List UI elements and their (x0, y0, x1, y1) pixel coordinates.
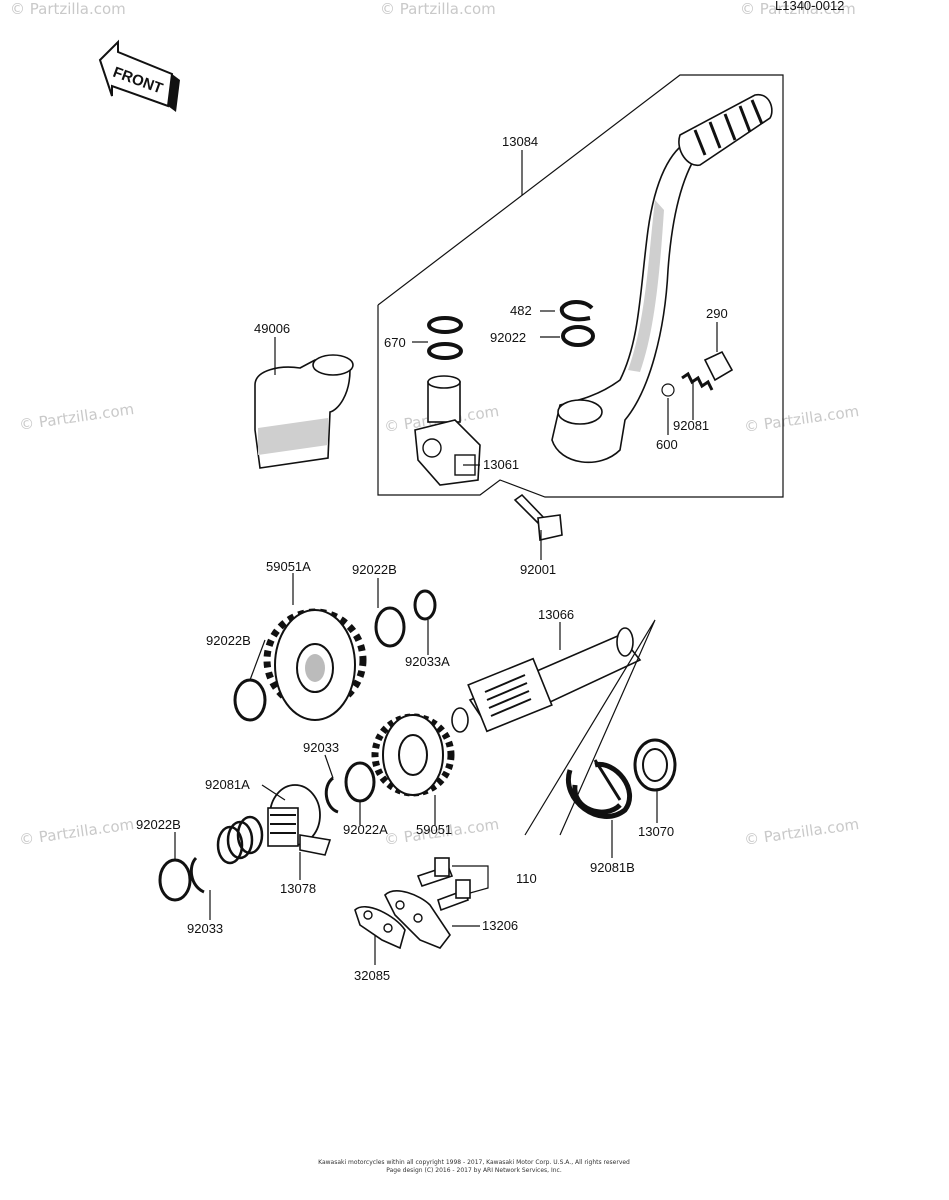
front-arrow-icon: FRONT (98, 39, 180, 112)
watermark-3: © Partzilla.com (740, 0, 856, 18)
ratchet-13078 (267, 784, 332, 856)
washer-92022 (561, 325, 595, 347)
detent-parts (661, 350, 734, 397)
circlip-92033-bottom (189, 856, 205, 894)
callout-92001: 92001 (520, 562, 556, 577)
callout-92022B-left: 92022B (206, 633, 251, 648)
washer-92022B-bottom (158, 858, 192, 902)
callout-92022: 92022 (490, 330, 526, 345)
callout-290: 290 (706, 306, 728, 321)
washer-92022B-left (233, 678, 267, 722)
gear-59051A (263, 608, 367, 721)
callout-13084: 13084 (502, 134, 538, 149)
clip-482 (559, 300, 594, 322)
shaft-triangle-guide (524, 619, 656, 836)
callout-labels: 13084 482 92022 290 670 49006 13061 9208… (136, 134, 728, 983)
circlip-92033A (413, 589, 437, 621)
watermark-4: © Partzilla.com (18, 400, 135, 434)
watermark-1: © Partzilla.com (10, 0, 126, 18)
watermark-2: © Partzilla.com (380, 0, 496, 18)
callout-92081B: 92081B (590, 860, 635, 875)
bolts-110 (416, 857, 471, 912)
spring-92081B (565, 759, 633, 819)
diagram-id: L1340-0012 (775, 0, 844, 13)
washer-92022A (344, 761, 376, 803)
callout-92081A: 92081A (205, 777, 250, 792)
circlip-92033-mid (324, 776, 339, 814)
callout-92081: 92081 (673, 418, 709, 433)
kick-pedal-arm (551, 93, 773, 464)
callout-59051: 59051 (416, 822, 452, 837)
callout-13070: 13070 (638, 824, 674, 839)
copyright-line-1: Kawasaki motorcycles within all copyrigh… (318, 1159, 630, 1166)
gear-59051 (371, 713, 455, 797)
callout-13078: 13078 (280, 881, 316, 896)
callout-92022A: 92022A (343, 822, 388, 837)
callout-92022B-bottom: 92022B (136, 817, 181, 832)
watermark-6: © Partzilla.com (743, 402, 860, 436)
callout-110: 110 (516, 871, 537, 886)
assembly-boundary (377, 74, 784, 498)
callout-13066: 13066 (538, 607, 574, 622)
callout-49006: 49006 (254, 321, 290, 336)
plate-13206 (384, 890, 451, 949)
grip-rubber (678, 93, 773, 166)
watermark-7: © Partzilla.com (18, 815, 135, 849)
callout-59051A: 59051A (266, 559, 311, 574)
bolt-92001 (513, 493, 563, 541)
callout-13206: 13206 (482, 918, 518, 933)
callout-92033-mid: 92033 (303, 740, 339, 755)
leader-lines (174, 150, 718, 965)
plate-32085 (354, 905, 406, 950)
callout-32085: 32085 (354, 968, 390, 983)
rubber-cover-49006 (254, 354, 354, 469)
watermark-9: © Partzilla.com (743, 815, 860, 849)
callout-600: 600 (656, 437, 678, 452)
kick-shaft-boss-13061 (414, 375, 481, 486)
callout-482: 482 (510, 303, 532, 318)
callout-13061: 13061 (483, 457, 519, 472)
callout-92033A: 92033A (405, 654, 450, 669)
washer-92022B-top (374, 606, 406, 648)
callout-92022B-top: 92022B (352, 562, 397, 577)
guide-13070 (633, 738, 677, 792)
copyright-line-2: Page design (C) 2016 - 2017 by ARI Netwo… (386, 1167, 562, 1174)
spring-92081A (216, 815, 264, 865)
kick-shaft-13066 (451, 627, 642, 733)
callout-670: 670 (384, 335, 406, 350)
callout-92033-bottom: 92033 (187, 921, 223, 936)
circlip-670 (427, 316, 463, 360)
